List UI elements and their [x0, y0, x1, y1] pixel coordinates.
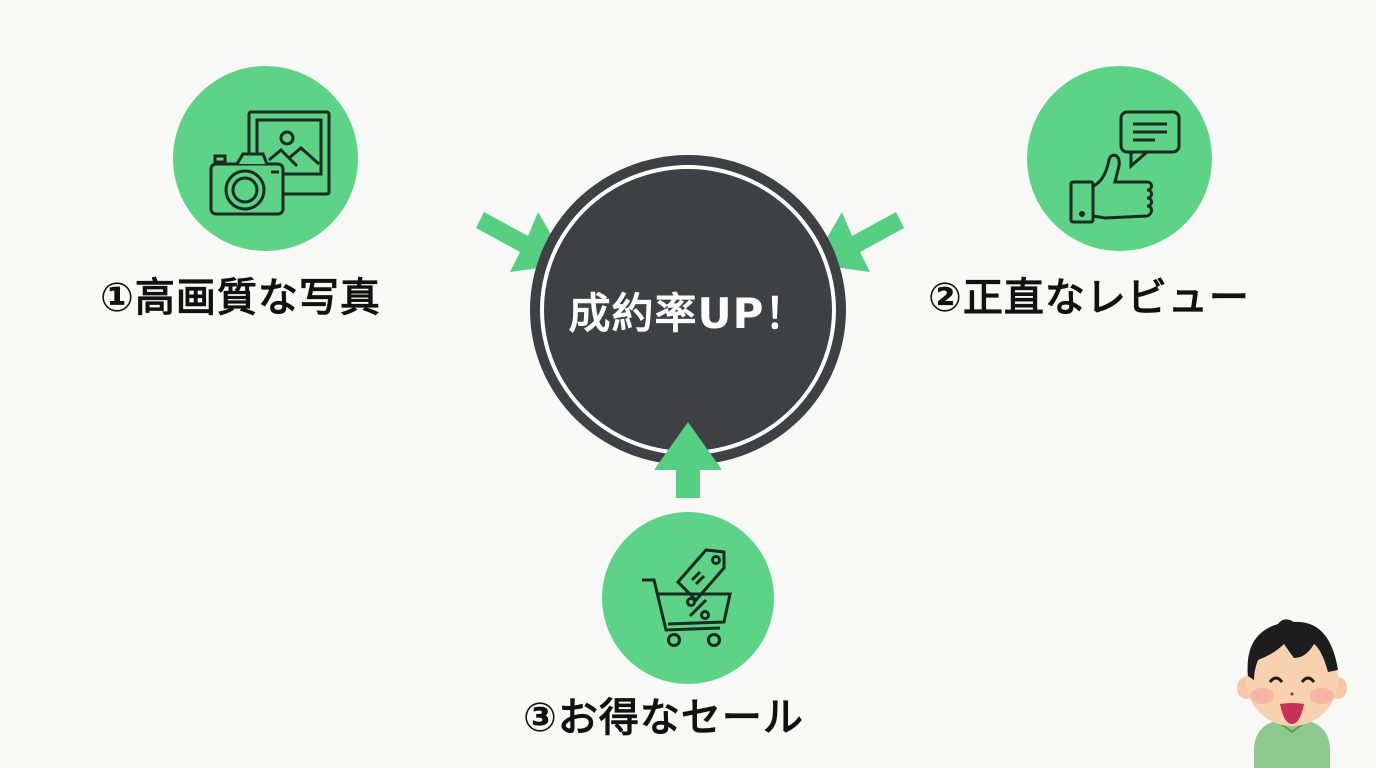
thumbs-up-review-icon	[1069, 110, 1180, 223]
smiling-person-icon	[1237, 619, 1347, 768]
sale-factor-circle	[602, 512, 774, 684]
conversion-rate-hub: 成約率UP！	[530, 155, 846, 465]
camera-photo-icon	[209, 110, 330, 215]
hub-label: 成約率UP！	[568, 288, 808, 338]
shopping-cart-sale-icon	[642, 548, 732, 647]
factor-label-review: ②正直なレビュー	[928, 275, 1250, 321]
arrow-from-sale	[654, 422, 722, 498]
factor-label-sale: ③お得なセール	[523, 695, 804, 741]
factor-label-photo: ①高画質な写真	[100, 275, 381, 321]
photo-factor-circle	[173, 66, 358, 251]
review-factor-circle	[1027, 66, 1212, 251]
